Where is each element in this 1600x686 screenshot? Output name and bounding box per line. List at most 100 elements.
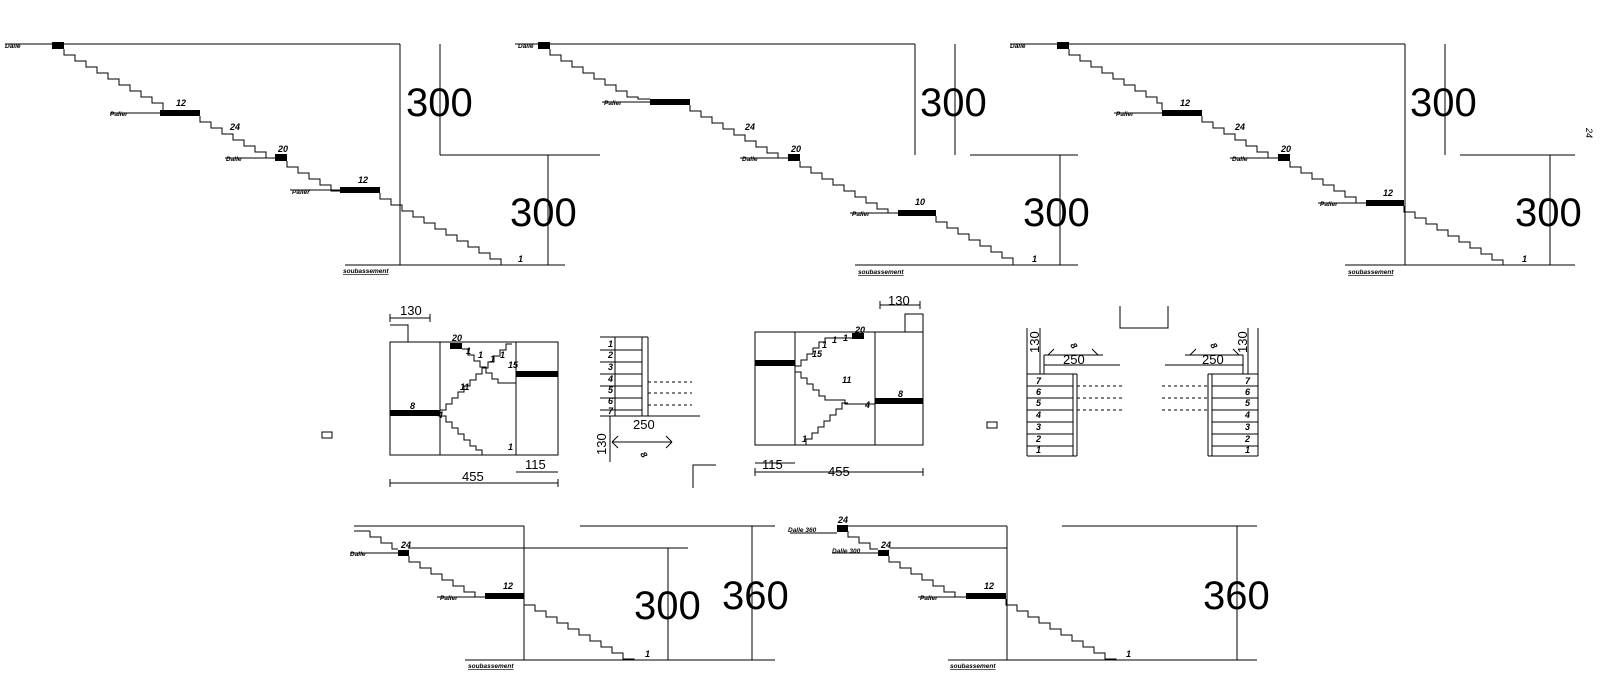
step-number: 6 (608, 396, 614, 406)
step-number: 1 (518, 254, 523, 264)
label-dalle: Dalle (226, 156, 242, 163)
label-soubassement: soubassement (950, 663, 996, 670)
step-number: 20 (790, 144, 801, 154)
label-dalle: Dalle (1010, 43, 1026, 50)
label-dalle: Dalle (518, 43, 534, 50)
step-number: 2 (1244, 434, 1250, 444)
step-number: 1 (478, 350, 483, 360)
height-dimension: 300 (406, 81, 473, 125)
height-dimension: 300 (1515, 191, 1582, 235)
height-dimension: 300 (510, 191, 577, 235)
step-number: 4 (864, 400, 870, 410)
step-number: 20 (451, 333, 462, 343)
dimension-130: 130 (888, 293, 910, 308)
step-number: 1 (508, 442, 513, 452)
label-palier: Palier (110, 111, 128, 118)
step-number: 4 (437, 410, 443, 420)
elevation-1: Dalle Palier Dalle Palier soubassement 1… (5, 42, 600, 275)
step-number: 3 (1245, 422, 1250, 432)
elevation-3: Dalle Palier Dalle Palier soubassement 1… (1010, 42, 1594, 276)
step-number: 1 (822, 340, 827, 350)
label-soubassement: soubassement (858, 269, 904, 276)
step-number: 12 (1180, 98, 1190, 108)
step-number: 5 (608, 385, 614, 395)
step-number: 24 (837, 515, 848, 525)
step-number: 12 (503, 581, 513, 591)
step-number: 1 (1245, 445, 1250, 455)
elevation-5: Dalle 360 Dalle 300 Palier soubassement … (788, 515, 1270, 670)
step-number: 1 (466, 346, 471, 356)
step-number: 1 (1522, 254, 1527, 264)
elevation-4: Dalle Palier soubassement 24 12 1 300 36… (350, 525, 789, 670)
step-number: 24 (1234, 122, 1245, 132)
step-number: 8 (1068, 341, 1079, 350)
dimension-130: 130 (1027, 331, 1042, 353)
step-number: 11 (460, 382, 469, 392)
step-number: 1 (645, 649, 650, 659)
step-number: 15 (812, 349, 823, 359)
step-number: 12 (984, 581, 994, 591)
step-number: 11 (842, 375, 851, 385)
step-number: 7 (1245, 376, 1251, 386)
step-number: 1 (608, 339, 613, 349)
step-number: 1 (1032, 254, 1037, 264)
step-number: 7 (608, 406, 614, 416)
section-b: 1 2 3 4 5 6 7 250 130 8 (594, 336, 716, 488)
step-number: 1 (500, 350, 505, 360)
step-number: 24 (880, 540, 891, 550)
step-number: 8 (410, 401, 415, 411)
step-number: 1 (1126, 649, 1131, 659)
step-number: 12 (358, 175, 368, 185)
label-palier: Palier (1320, 201, 1338, 208)
dimension-455: 455 (462, 469, 484, 484)
height-dimension: 300 (1410, 81, 1477, 125)
label-dalle: Dalle (350, 551, 366, 558)
step-number: 20 (277, 144, 288, 154)
step-number: 8 (638, 450, 649, 459)
step-number: 24 (744, 122, 755, 132)
step-number: 1 (843, 333, 848, 343)
label-palier: Palier (604, 100, 622, 107)
step-number: 1 (490, 354, 495, 364)
height-dimension: 360 (722, 574, 789, 618)
section-d: 250 8 130 7 6 5 4 3 2 1 (986, 306, 1169, 457)
step-number: 12 (176, 98, 186, 108)
dimension-455: 455 (828, 464, 850, 479)
plan-a: 130 8 20 1 1 1 1 15 11 4 1 455 115 (321, 303, 559, 487)
step-number: 1 (832, 335, 837, 345)
step-number: 3 (1036, 422, 1041, 432)
label-dalle-300: Dalle 300 (832, 548, 861, 555)
step-number: 8 (1208, 341, 1219, 350)
plan-c: 130 20 15 1 1 1 11 8 4 1 455 115 (754, 293, 924, 479)
step-number: 4 (607, 374, 613, 384)
label-palier: Palier (920, 595, 938, 602)
height-dimension: 300 (634, 584, 701, 628)
step-number: 4 (1035, 410, 1041, 420)
dimension-250: 250 (1063, 352, 1085, 367)
label-dalle: Dalle (1232, 156, 1248, 163)
height-dimension: 300 (1023, 191, 1090, 235)
margin-note: 24 (1584, 127, 1594, 138)
step-number: 20 (1280, 144, 1291, 154)
dimension-130: 130 (1235, 331, 1250, 353)
dimension-250: 250 (1202, 352, 1224, 367)
label-soubassement: soubassement (343, 268, 389, 275)
step-number: 2 (607, 350, 613, 360)
label-palier: Palier (1116, 111, 1134, 118)
step-number: 10 (915, 197, 925, 207)
dimension-115: 115 (762, 457, 783, 472)
step-number: 3 (608, 362, 613, 372)
label-dalle: Dalle (742, 156, 758, 163)
step-number: 20 (854, 325, 865, 335)
dimension-115: 115 (525, 457, 546, 472)
label-dalle: Dalle (5, 43, 21, 50)
height-dimension: 300 (920, 81, 987, 125)
height-dimension: 360 (1203, 574, 1270, 618)
dimension-130: 130 (594, 433, 609, 455)
step-number: 24 (400, 540, 411, 550)
label-soubassement: soubassement (468, 663, 514, 670)
label-dalle-360: Dalle 360 (788, 527, 817, 534)
step-number: 1 (1036, 445, 1041, 455)
step-number: 12 (1383, 188, 1393, 198)
